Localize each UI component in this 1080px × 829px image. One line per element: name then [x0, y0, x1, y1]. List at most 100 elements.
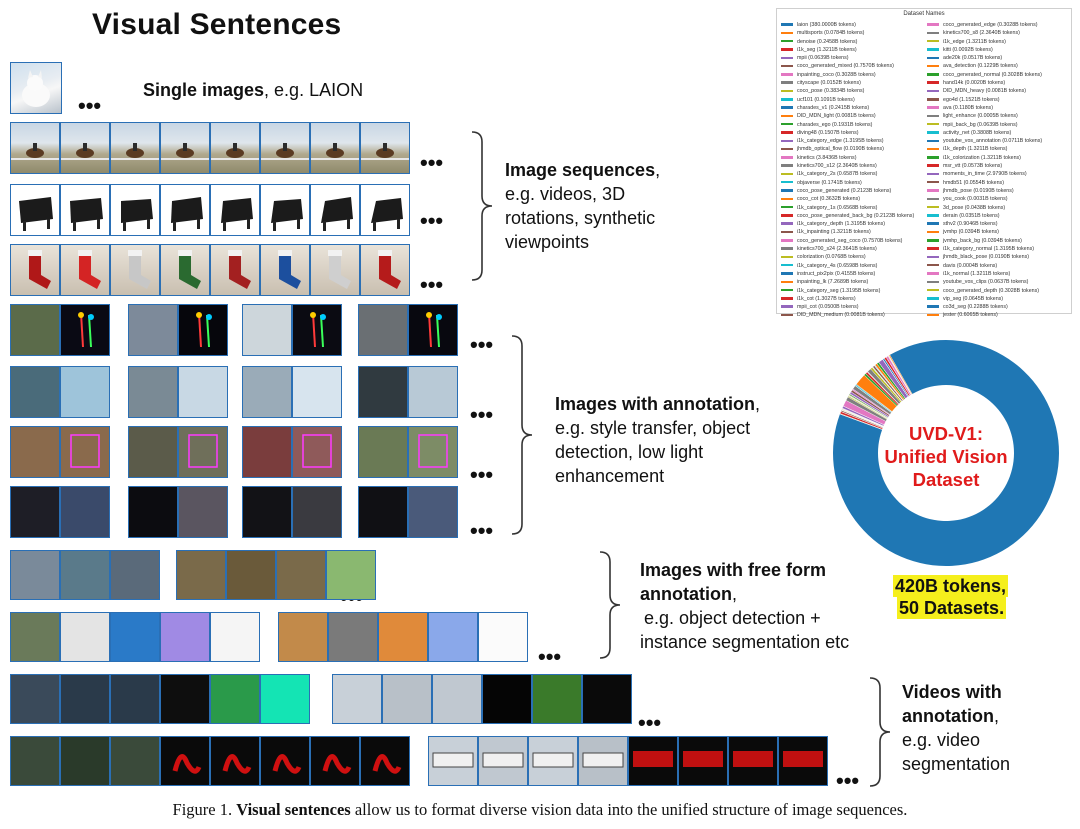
donut-label: UVD-V1: Unified Vision Dataset: [830, 422, 1062, 491]
thumb-annotation-input: [128, 304, 178, 356]
videos-l3: e.g. video: [902, 730, 981, 750]
sequences-l3: rotations, synthetic: [505, 208, 656, 228]
legend-label: mpii_back_bg (0.0639B tokens): [943, 121, 1018, 128]
thumb-video-cars: [110, 674, 160, 724]
uvd-donut-chart: UVD-V1: Unified Vision Dataset: [830, 330, 1062, 576]
figure-title: Visual Sentences: [92, 8, 342, 41]
ellipsis-seq-1: •••: [420, 150, 444, 175]
thumb-freeform-car: [60, 612, 110, 662]
thumb-video-bus: [728, 736, 778, 786]
legend-label: i1k_category_2s (0.6587B tokens): [797, 171, 878, 178]
legend-item: colorization (0.0768B tokens): [781, 253, 914, 261]
thumb-freeform-chickens: [276, 550, 326, 600]
thumb-freeform-chickens: [326, 550, 376, 600]
thumb-annotation-input: [10, 304, 60, 356]
legend-label: mpii_cot (0.0500B tokens): [797, 304, 859, 311]
legend-item: instruct_pix2pix (0.4155B tokens): [781, 270, 914, 278]
thumb-horse-frame: [60, 122, 110, 174]
freeform-caption: Images with free form annotation, e.g. o…: [640, 558, 849, 654]
legend-item: i1k_category_4s (0.6598B tokens): [781, 262, 914, 270]
thumb-annotation-output: [178, 304, 228, 356]
legend-column-right: coco_generated_edge (0.3028B tokens)kine…: [927, 21, 1042, 320]
legend-item: DID_MDN_heavy (0.0081B tokens): [927, 87, 1042, 95]
legend-swatch: [927, 222, 939, 225]
legend-item: charades_v1 (0.2415B tokens): [781, 104, 914, 112]
thumb-video-bus: [428, 736, 478, 786]
legend-item: youtube_vos_clips (0.0637B tokens): [927, 278, 1042, 286]
legend-label: i1k_inpainting (1.3211B tokens): [797, 229, 871, 236]
thumb-freeform-dogs: [110, 550, 160, 600]
legend-item: i1k_category_normal (1.3195B tokens): [927, 245, 1042, 253]
legend-label: ava_detection (0.1229B tokens): [943, 63, 1018, 70]
legend-item: coco_generated_normal (0.3028B tokens): [927, 71, 1042, 79]
thumb-video-swan: [360, 736, 410, 786]
legend-item: light_enhance (0.0005B tokens): [927, 112, 1042, 120]
legend-label: i1k_edge (1.3211B tokens): [943, 38, 1006, 45]
freeform-l3: e.g. object detection +: [644, 608, 821, 628]
legend-label: i1k_seg (1.3211B tokens): [797, 46, 857, 53]
legend-swatch: [927, 73, 939, 76]
legend-swatch: [927, 214, 939, 217]
annotation-l1: ,: [755, 394, 761, 414]
thumb-video-street: [382, 674, 432, 724]
legend-label: diving48 (0.1507B tokens): [797, 129, 859, 136]
caption-bold: Visual sentences: [236, 800, 351, 819]
legend-item: coco_generated_edge (0.3028B tokens): [927, 21, 1042, 29]
donut-label-line3: Dataset: [912, 469, 980, 490]
legend-item: i1k_colorization (1.3211B tokens): [927, 154, 1042, 162]
dataset-legend: Dataset Names laion (380.0000B tokens)mu…: [776, 8, 1072, 318]
caption-prefix: Figure 1.: [172, 800, 237, 819]
legend-swatch: [927, 172, 939, 176]
thumb-video-bus: [528, 736, 578, 786]
thumb-annotation-input: [358, 304, 408, 356]
thumb-video-swan: [60, 736, 110, 786]
legend-swatch: [927, 230, 939, 234]
legend-label: jvmhp_back_bg (0.0394B tokens): [943, 237, 1022, 244]
thumb-video-swan: [10, 736, 60, 786]
sequences-l4: viewpoints: [505, 232, 590, 252]
sequences-l1: ,: [655, 160, 661, 180]
caption-rest: allow us to format diverse vision data i…: [350, 800, 908, 819]
legend-label: coco_generated_depth (0.3028B tokens): [943, 287, 1040, 294]
legend-swatch: [927, 39, 939, 43]
legend-label: kitti (0.0092B tokens): [943, 46, 993, 53]
legend-label: coco_generated_seg_coco (0.7570B tokens): [797, 237, 903, 244]
legend-item: coco_cot (0.3632B tokens): [781, 195, 914, 203]
legend-swatch: [927, 147, 939, 151]
legend-swatch: [781, 222, 793, 225]
videos-l4: segmentation: [902, 754, 1011, 774]
legend-item: i1k_inpainting (1.3211B tokens): [781, 228, 914, 236]
legend-swatch: [927, 313, 939, 317]
donut-svg: [833, 340, 1059, 566]
thumb-annotation-input: [128, 366, 178, 418]
thumb-annotation-input: [358, 366, 408, 418]
legend-label: i1k_category_edge (1.3195B tokens): [797, 138, 884, 145]
thumb-freeform-house: [378, 612, 428, 662]
brace-annotation: [511, 335, 533, 535]
legend-label: coco_generated_normal (0.3028B tokens): [943, 71, 1042, 78]
thumb-video-swan: [310, 736, 360, 786]
thumb-freeform-house: [328, 612, 378, 662]
thumb-piano-view: [310, 184, 360, 236]
thumb-horse-frame: [260, 122, 310, 174]
legend-item: derain (0.0351B tokens): [927, 212, 1042, 220]
annotation-l2: e.g. style transfer, object: [555, 418, 751, 438]
thumb-horse-frame: [210, 122, 260, 174]
thumb-video-cars: [160, 674, 210, 724]
legend-swatch: [927, 81, 939, 84]
legend-item: kinetics700_s8 (2.3640B tokens): [927, 29, 1042, 37]
legend-swatch: [927, 106, 939, 109]
legend-label: coco_pose_generated (0.2123B tokens): [797, 187, 892, 194]
legend-item: i1k_normal (1.3211B tokens): [927, 270, 1042, 278]
thumb-video-bus: [678, 736, 728, 786]
freeform-bold1: Images with free form: [640, 560, 827, 580]
datasets-highlight: 50 Datasets.: [897, 597, 1007, 619]
legend-item: you_cook (0.0031B tokens): [927, 195, 1042, 203]
brace-sequences: [471, 131, 493, 281]
legend-swatch: [781, 56, 793, 60]
thumb-video-swan: [110, 736, 160, 786]
legend-label: jvmhp (0.0394B tokens): [943, 229, 999, 236]
thumb-annotation-output: [178, 426, 228, 478]
legend-item: charades_ego (0.1931B tokens): [781, 121, 914, 129]
thumb-stocking: [310, 244, 360, 296]
